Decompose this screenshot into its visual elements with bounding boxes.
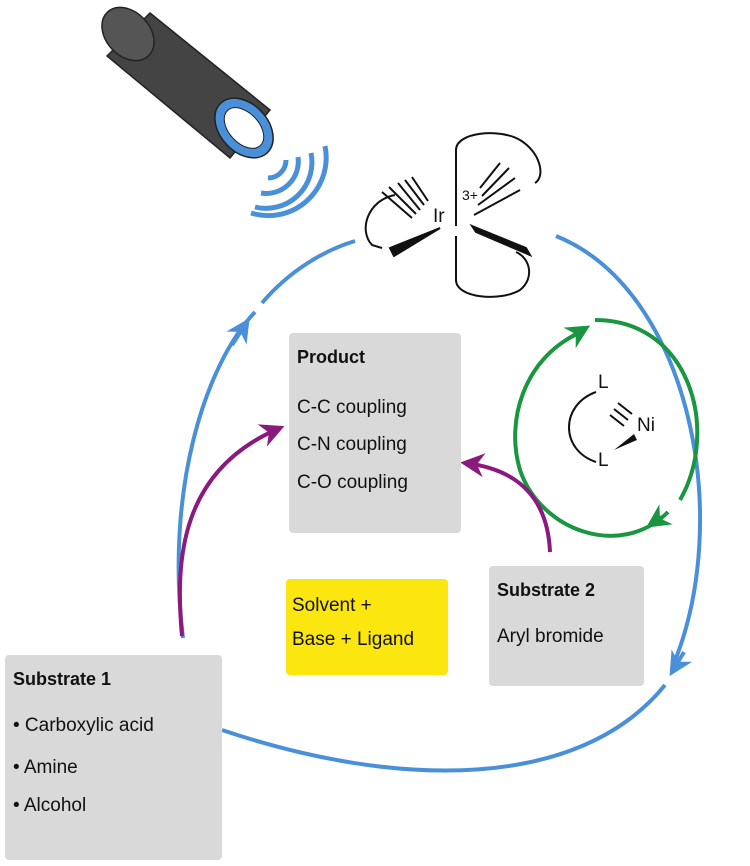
substrate1-item: • Amine xyxy=(13,757,78,778)
light-source-icon xyxy=(101,6,274,160)
product-item: C-C coupling xyxy=(297,397,407,418)
nickel-cycle xyxy=(513,318,700,538)
conditions-line: Base + Ligand xyxy=(292,629,415,650)
substrate2-box: Substrate 2 Aryl bromide xyxy=(489,566,644,686)
substrate2-arrow xyxy=(460,453,552,553)
cycle-arrow-down xyxy=(669,649,693,677)
iridium-symbol: Ir xyxy=(433,206,445,227)
substrate1-box: Substrate 1 • Carboxylic acid • Amine • … xyxy=(5,655,222,860)
substrate2-item: Aryl bromide xyxy=(497,626,604,647)
cycle-arrow-up xyxy=(226,317,250,347)
iridium-complex: Ir 3+ xyxy=(364,132,542,298)
nickel-symbol: Ni xyxy=(637,415,655,436)
substrate-arrows xyxy=(177,424,552,637)
product-item: C-N coupling xyxy=(297,434,407,455)
nickel-complex: L L Ni xyxy=(568,372,655,471)
product-box: Product C-C coupling C-N coupling C-O co… xyxy=(289,333,461,533)
conditions-line: Solvent + xyxy=(292,595,372,616)
nickel-ligand-bottom: L xyxy=(598,450,609,471)
cycle-arc-top-left xyxy=(260,239,356,305)
nickel-ligand-top: L xyxy=(598,372,609,393)
conditions-box: Solvent + Base + Ligand xyxy=(286,579,448,675)
substrate1-item: • Carboxylic acid xyxy=(13,715,154,736)
substrate1-title: Substrate 1 xyxy=(13,669,112,689)
product-title: Product xyxy=(297,347,366,367)
substrate1-item: • Alcohol xyxy=(13,795,87,816)
product-item: C-O coupling xyxy=(297,472,408,493)
substrate1-arrow xyxy=(177,424,285,637)
cycle-arc-bottom xyxy=(221,683,667,773)
light-wave-icon xyxy=(250,145,329,219)
cycle-arc-right xyxy=(555,234,703,669)
iridium-cycle xyxy=(176,234,703,773)
substrate2-title: Substrate 2 xyxy=(497,580,596,600)
iridium-charge: 3+ xyxy=(462,187,478,203)
